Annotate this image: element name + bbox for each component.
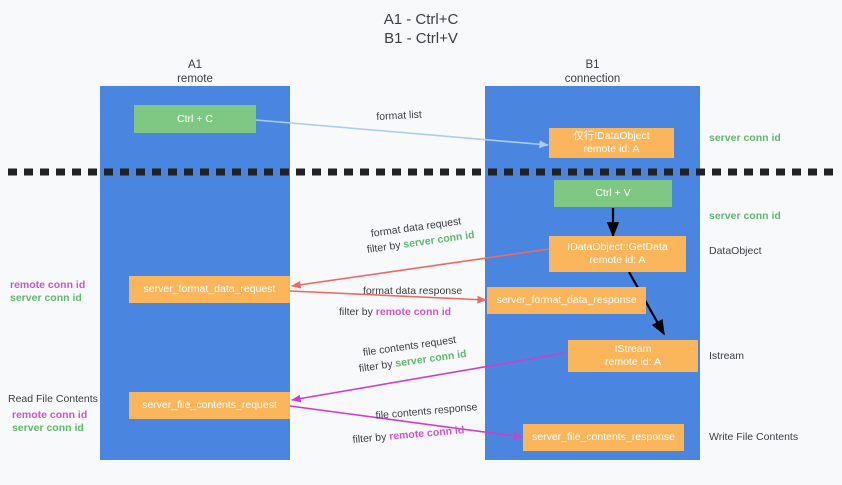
title-line-2: B1 - Ctrl+V: [384, 30, 458, 47]
title-line-1: A1 - Ctrl+C: [383, 11, 459, 28]
box-server-format-data-response[interactable]: server_format_data_response: [487, 287, 646, 314]
lane-header-b1-name: B1: [585, 59, 600, 71]
box-server-file-contents-response[interactable]: server_file_contents_response: [523, 424, 684, 451]
annotation-left-read-file-contents: Read File Contents: [8, 393, 98, 405]
box-idataobject-create[interactable]: 仅行IDataObject remote id: A: [549, 128, 674, 158]
flow-label-format-data-response-filter: filter by remote conn id: [339, 305, 451, 319]
box-idataobject-getdata[interactable]: IDataObject::GetData remote id: A: [549, 236, 686, 272]
box-ctrl-v[interactable]: Ctrl + V: [554, 180, 672, 207]
diagram-title: A1 - Ctrl+C B1 - Ctrl+V: [0, 10, 842, 48]
flow-label-format-list: format list: [376, 108, 423, 123]
annotation-right-dataobject: DataObject: [709, 245, 762, 257]
annotation-left-server-conn-id-1: server conn id: [10, 292, 82, 304]
flow-label-file-contents-response: file contents response: [375, 401, 478, 422]
annotation-left-server-conn-id-2: server conn id: [12, 422, 84, 434]
annotation-right-server-conn-id-2: server conn id: [709, 210, 781, 222]
lane-header-b1: B1 connection: [485, 58, 700, 86]
box-ctrl-c[interactable]: Ctrl + C: [134, 105, 256, 133]
lane-header-a1: A1 remote: [100, 58, 290, 86]
flow-label-format-data-response-filter-value: remote conn id: [375, 306, 452, 318]
lane-header-a1-name: A1: [187, 59, 203, 71]
flow-label-format-data-response: format data response: [363, 285, 463, 297]
annotation-right-istream: Istream: [709, 350, 745, 362]
flow-label-file-contents-request-filter-prefix: filter by: [358, 357, 397, 375]
box-server-format-data-request[interactable]: server_format_data_request: [129, 276, 290, 303]
annotation-left-remote-conn-id-1: remote conn id: [10, 279, 86, 291]
box-server-file-contents-request[interactable]: server_file_contents_request: [129, 392, 290, 419]
annotation-right-write-file-contents: Write File Contents: [709, 431, 799, 443]
flow-label-format-data-request-filter-prefix: filter by: [366, 238, 405, 256]
flow-label-file-contents-response-filter-prefix: filter by: [352, 430, 390, 446]
flow-label-file-contents-response-filter: filter by remote conn id: [352, 423, 465, 447]
lane-header-b1-sub: connection: [564, 73, 621, 85]
annotation-right-server-conn-id-1: server conn id: [709, 132, 781, 144]
annotation-left-remote-conn-id-2: remote conn id: [12, 409, 88, 421]
flow-label-file-contents-response-filter-value: remote conn id: [388, 424, 465, 443]
lane-header-a1-sub: remote: [177, 73, 213, 85]
flow-label-format-data-response-filter-prefix: filter by: [339, 306, 376, 318]
box-istream[interactable]: IStream remote id: A: [568, 340, 698, 372]
